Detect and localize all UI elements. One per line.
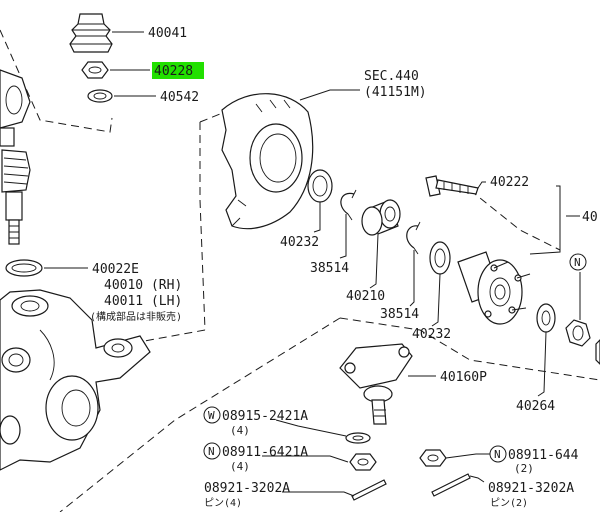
label-not-sold-note: (構成部品は非販売) (90, 310, 182, 323)
label-40010-rh: 40010 (RH) (104, 278, 182, 293)
washer-40542 (87, 89, 113, 103)
n2-code-circle (489, 445, 507, 463)
washer-40264 (536, 303, 556, 333)
label-08921-3202A: 08921-3202A (204, 481, 290, 496)
label-pin2-qty: ピン(2) (490, 497, 528, 509)
wheel-hub (457, 251, 531, 325)
nut-08911-a (349, 453, 377, 471)
steering-knuckle-assembly (0, 69, 151, 471)
label-38514-b: 38514 (380, 307, 419, 322)
washer-08915 (345, 432, 371, 444)
label-41151M: (41151M) (364, 85, 427, 100)
assembly-dashed-outlines (0, 29, 600, 512)
label-08915-2421A: 08915-2421A (222, 409, 308, 424)
label-40264: 40264 (516, 399, 555, 414)
label-40011-lh: 40011 (LH) (104, 294, 182, 309)
part-labels: 40041 40228 40542 SEC.440 (41151M) 40222… (90, 26, 598, 509)
snap-ring-38514-b (406, 221, 421, 255)
label-08911-6421A: 08911-6421A (222, 445, 308, 460)
label-38514-a: 38514 (310, 261, 349, 276)
dust-boot-40041 (69, 13, 113, 53)
label-pin-qty: ピン(4) (204, 497, 242, 509)
label-sec-440: SEC.440 (364, 69, 419, 84)
label-w-code: W (208, 409, 215, 422)
oil-seal-40232-b (429, 241, 451, 275)
label-40022E: 40022E (92, 262, 139, 277)
label-n2-code: N (494, 448, 501, 461)
hub-nut (565, 319, 600, 365)
oil-seal-40232-a (307, 169, 333, 203)
ball-joint-40160P (339, 343, 413, 425)
cotter-pin-a (351, 479, 387, 501)
nut-40228 (81, 61, 109, 79)
label-40-right: 40 (582, 210, 598, 225)
nut-08911-b (419, 449, 447, 467)
label-40160P: 40160P (440, 370, 487, 385)
label-40542: 40542 (160, 90, 199, 105)
bearing-40210 (361, 199, 401, 236)
cotter-pin-b (431, 473, 471, 497)
label-n-qty: (4) (230, 460, 250, 473)
label-08921-3202A-b: 08921-3202A (488, 481, 574, 496)
dust-shield (221, 93, 314, 230)
label-40222: 40222 (490, 175, 529, 190)
leader-lines (44, 31, 581, 497)
n3-code-circle (569, 253, 587, 271)
snap-ring-38514-a (340, 189, 357, 221)
label-n3-code: N (574, 256, 581, 269)
label-40232-b: 40232 (412, 327, 451, 342)
n-code-circle (203, 442, 221, 460)
highlight-40228 (152, 62, 204, 79)
label-n-code: N (208, 445, 215, 458)
label-40232-a: 40232 (280, 235, 319, 250)
hub-bolt-40222 (425, 175, 479, 197)
label-40041: 40041 (148, 26, 187, 41)
label-40228[interactable]: 40228 (154, 64, 193, 79)
label-n2-qty: (2) (514, 462, 534, 475)
w-code-circle (203, 406, 221, 424)
label-08911-644: 08911-644 (508, 448, 579, 463)
label-40210: 40210 (346, 289, 385, 304)
label-w-qty: (4) (230, 424, 250, 437)
